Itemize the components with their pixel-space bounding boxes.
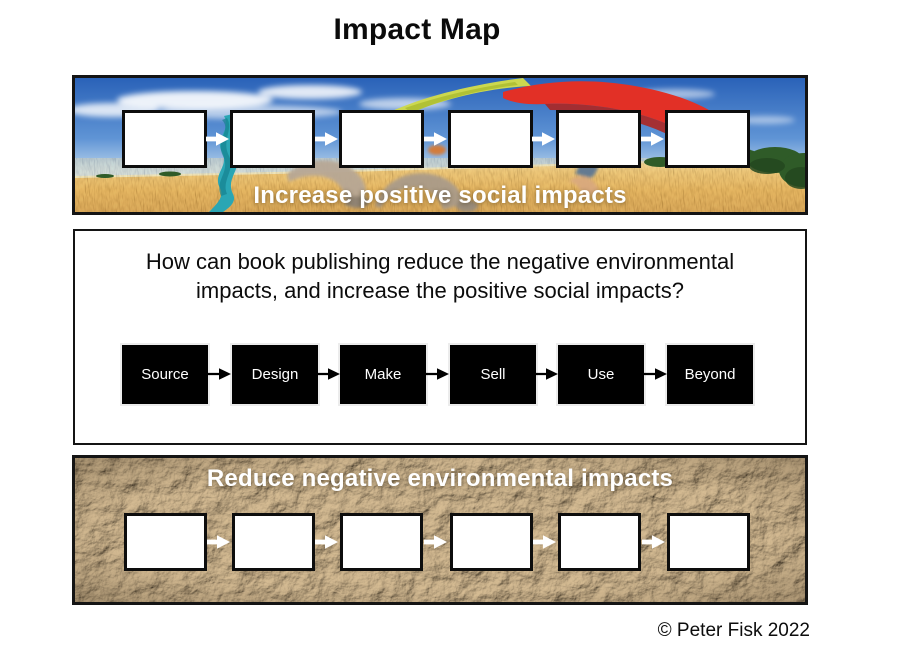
arrow-right-icon	[207, 534, 231, 550]
copyright-text: © Peter Fisk 2022	[657, 620, 810, 641]
stage-box-design: Design	[232, 345, 318, 404]
arrow-right-icon	[315, 131, 339, 147]
stage-box-beyond: Beyond	[667, 345, 753, 404]
top-band: Increase positive social impacts	[72, 75, 808, 215]
top-band-caption: Increase positive social impacts	[253, 182, 627, 209]
bottom-flow-box-6	[667, 513, 750, 571]
question-panel: How can book publishing reduce the negat…	[73, 229, 807, 445]
top-flow-box-5	[556, 110, 641, 168]
arrow-right-icon	[424, 131, 448, 147]
arrow-right-icon	[641, 131, 665, 147]
bottom-flow-box-2	[232, 513, 315, 571]
stage-box-sell: Sell	[450, 345, 536, 404]
top-flow-box-1	[122, 110, 207, 168]
stage-box-source: Source	[122, 345, 208, 404]
bottom-band: Reduce negative environmental impacts	[72, 455, 808, 605]
arrow-right-icon	[533, 534, 557, 550]
arrow-right-icon	[208, 366, 232, 382]
bottom-flow-box-4	[450, 513, 533, 571]
bottom-flow-box-5	[558, 513, 641, 571]
page-title: Impact Map	[333, 13, 501, 46]
top-flow-box-3	[339, 110, 424, 168]
arrow-right-icon	[424, 534, 448, 550]
arrow-right-icon	[644, 366, 668, 382]
bottom-flow-box-3	[340, 513, 423, 571]
arrow-right-icon	[315, 534, 339, 550]
top-flow-box-4	[448, 110, 533, 168]
arrow-right-icon	[532, 131, 556, 147]
stage-box-make: Make	[340, 345, 426, 404]
top-flow-box-2	[230, 110, 315, 168]
bottom-flow-box-1	[124, 513, 207, 571]
stage-box-use: Use	[558, 345, 644, 404]
question-text: How can book publishing reduce the negat…	[145, 249, 735, 303]
arrow-right-icon	[426, 366, 450, 382]
arrow-right-icon	[317, 366, 341, 382]
arrow-right-icon	[206, 131, 230, 147]
top-flow-box-6	[665, 110, 750, 168]
arrow-right-icon	[642, 534, 666, 550]
bottom-band-caption: Reduce negative environmental impacts	[206, 465, 674, 492]
arrow-right-icon	[535, 366, 559, 382]
